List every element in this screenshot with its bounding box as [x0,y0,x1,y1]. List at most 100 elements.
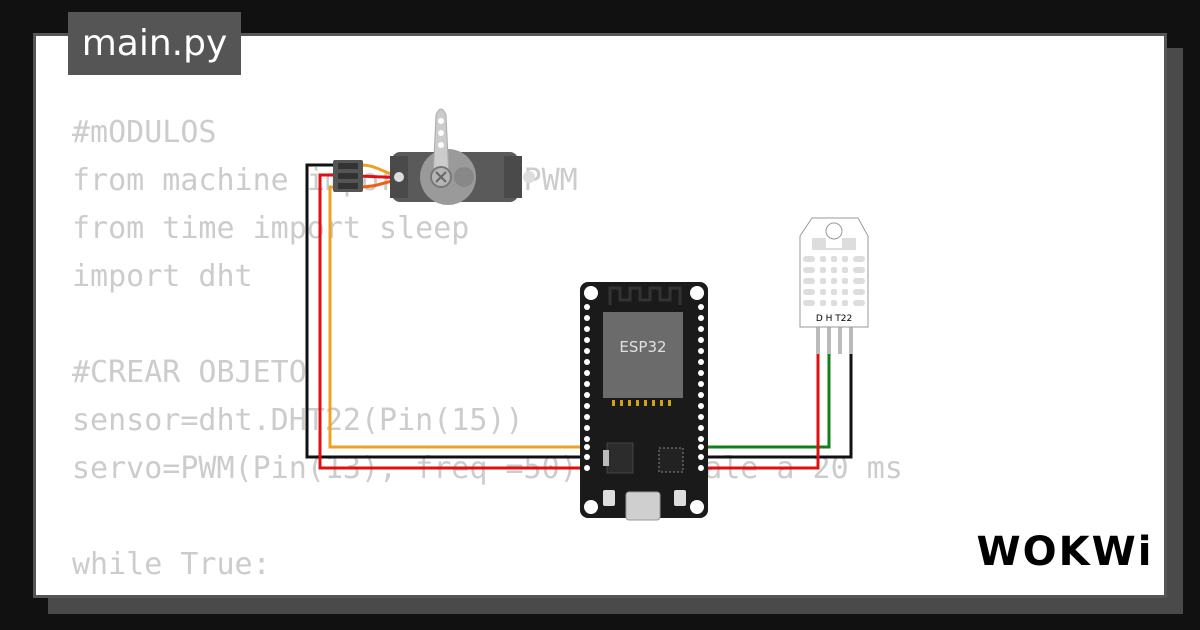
dht-gnd-wire [700,353,853,459]
grille-slot [820,289,826,295]
board-pin [584,454,590,460]
esp32-module [603,312,683,398]
servo-motor [333,108,535,205]
code-line: sensor=dht.DHT22(Pin(15)) [72,403,524,438]
usb-port [625,491,661,521]
board-pin [698,454,704,460]
board-pins-left [584,304,590,471]
servo-horn-hole [438,142,444,148]
board-mount-hole [690,500,704,514]
grille-slot [853,256,865,262]
servo-mount-hole [523,171,535,183]
board-pin [698,370,704,376]
board-pin [698,425,704,431]
board-pin [584,337,590,343]
code-line: #CREAR OBJETO [72,355,307,390]
board-pins-right [698,304,704,471]
wokwi-logo: WOKWi [976,529,1154,575]
board-pin [584,370,590,376]
antenna-trace [608,286,682,305]
grille-slot [853,278,865,284]
servo-connector-pin [338,183,358,189]
servo-mount-hole [394,172,404,182]
grille-slot [820,278,826,284]
servo-shaft-cross [435,171,447,183]
board-pin [698,465,704,471]
grille-slot [842,300,848,306]
file-tab[interactable]: main.py [68,12,241,75]
sensor-lead [816,326,820,354]
code-line: while True: [72,547,271,582]
servo-horn-hole [438,130,444,136]
grille-slot [831,256,837,262]
board-pin [584,436,590,442]
board-pin [584,392,590,398]
board-pin [584,359,590,365]
board-pin [698,414,704,420]
grille-slot [803,256,815,262]
servo-gnd-wire [305,163,587,459]
board-pin [584,425,590,431]
grille-slot [803,278,815,284]
reset-button [674,490,686,506]
board-pin [584,403,590,409]
voltage-regulator [606,442,634,474]
grille-slot [842,267,848,273]
servo-mount-right [504,156,522,198]
servo-connector-pin [338,173,358,179]
grille-slot [842,278,848,284]
grille-slot [831,300,837,306]
dht-data-wire [700,353,831,449]
grille-slot [820,267,826,273]
board-pin [698,403,704,409]
sensor-grille [803,256,865,306]
dht-vcc-wire [700,353,820,470]
servo-horn-hole [438,118,444,124]
module-pad [620,400,623,406]
code-line: import dht [72,259,253,294]
grille-slot [831,267,837,273]
module-pad [636,400,639,406]
board-mount-hole [584,500,598,514]
module-pad [612,400,615,406]
sensor-label: D H T22 [816,314,852,324]
sensor-mount-hole [825,222,843,240]
board-pin [698,337,704,343]
board-pin [698,326,704,332]
wires [305,163,853,470]
board-mount-hole [584,286,598,300]
board-pin [584,348,590,354]
sensor-lead [849,326,853,354]
grille-slot [853,289,865,295]
module-pad [644,400,647,406]
grille-slot [820,256,826,262]
sensor-lead [827,326,831,354]
board-pin [698,392,704,398]
board-label: ESP32 [619,338,666,356]
grille-slot [803,300,815,306]
grille-slot [820,300,826,306]
board-pin [584,315,590,321]
board-pin [584,414,590,420]
module-pad [668,400,671,406]
grille-slot [842,289,848,295]
code-line: #mODULOS [72,115,217,150]
servo-vcc-wire [318,173,587,470]
board-pin [698,315,704,321]
module-pads [612,400,671,406]
grille-slot [831,289,837,295]
grille-slot [853,300,865,306]
board-pin [584,326,590,332]
dht22-sensor: D H T22 [799,217,869,354]
grille-slot [831,278,837,284]
sensor-grille-top [812,238,856,250]
board-pin [698,381,704,387]
boot-button [603,490,615,506]
servo-connector-pin [338,163,358,169]
servo-signal-wire [328,185,587,449]
grille-slot [853,267,865,273]
board-pin [698,348,704,354]
board-pin [584,304,590,310]
board-pin [698,304,704,310]
module-pad [660,400,663,406]
